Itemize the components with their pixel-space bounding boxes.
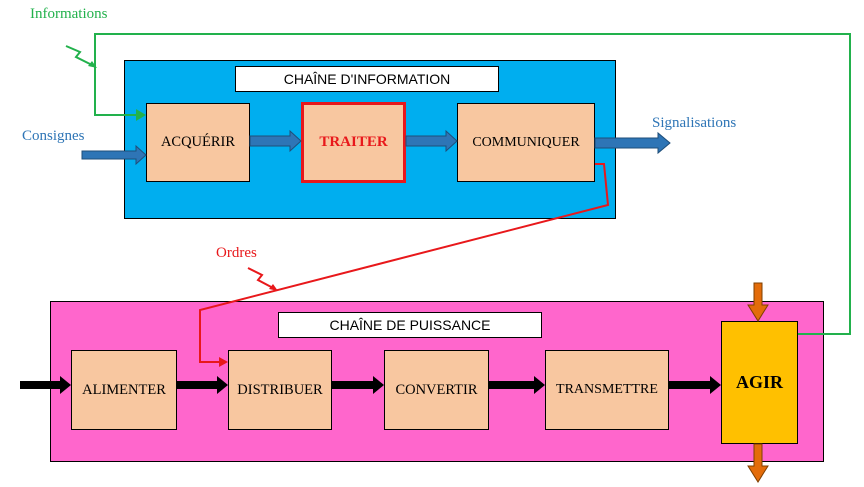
informations-label: Informations bbox=[30, 6, 108, 22]
ordres-wireless-icon bbox=[247, 267, 276, 290]
distribuer-convertir-arrow bbox=[332, 376, 384, 394]
information-feedback-line bbox=[94, 33, 851, 335]
consignes-arrow bbox=[81, 144, 147, 166]
acquerir-traiter-arrow bbox=[249, 129, 302, 153]
ordres-arrow-head bbox=[219, 357, 228, 367]
signalisations-label: Signalisations bbox=[652, 115, 737, 131]
information-wireless-icon bbox=[65, 45, 95, 67]
agir-output-arrow bbox=[747, 443, 769, 483]
distribuer-block: DISTRIBUER bbox=[228, 350, 332, 430]
traiter-communiquer-arrow bbox=[405, 129, 458, 153]
consignes-label: Consignes bbox=[22, 128, 85, 144]
convertir-block: CONVERTIR bbox=[384, 350, 489, 430]
acquerir-block: ACQUÉRIR bbox=[146, 103, 250, 182]
traiter-block: TRAITER bbox=[301, 102, 406, 183]
agir-block: AGIR bbox=[721, 321, 798, 444]
agir-input-arrow bbox=[747, 282, 769, 322]
convertir-transmettre-arrow bbox=[489, 376, 545, 394]
power-chain-title: CHAÎNE DE PUISSANCE bbox=[278, 312, 542, 338]
information-arrow-head bbox=[136, 109, 146, 121]
ordres-line bbox=[199, 163, 610, 363]
energy-input-arrow bbox=[20, 376, 71, 394]
communiquer-block: COMMUNIQUER bbox=[457, 103, 595, 182]
transmettre-agir-arrow bbox=[669, 376, 721, 394]
alimenter-distribuer-arrow bbox=[177, 376, 228, 394]
transmettre-block: TRANSMETTRE bbox=[545, 350, 669, 430]
info-chain-title: CHAÎNE D'INFORMATION bbox=[235, 66, 499, 92]
alimenter-block: ALIMENTER bbox=[71, 350, 177, 430]
signalisations-arrow bbox=[594, 131, 671, 155]
ordres-label: Ordres bbox=[216, 245, 257, 261]
